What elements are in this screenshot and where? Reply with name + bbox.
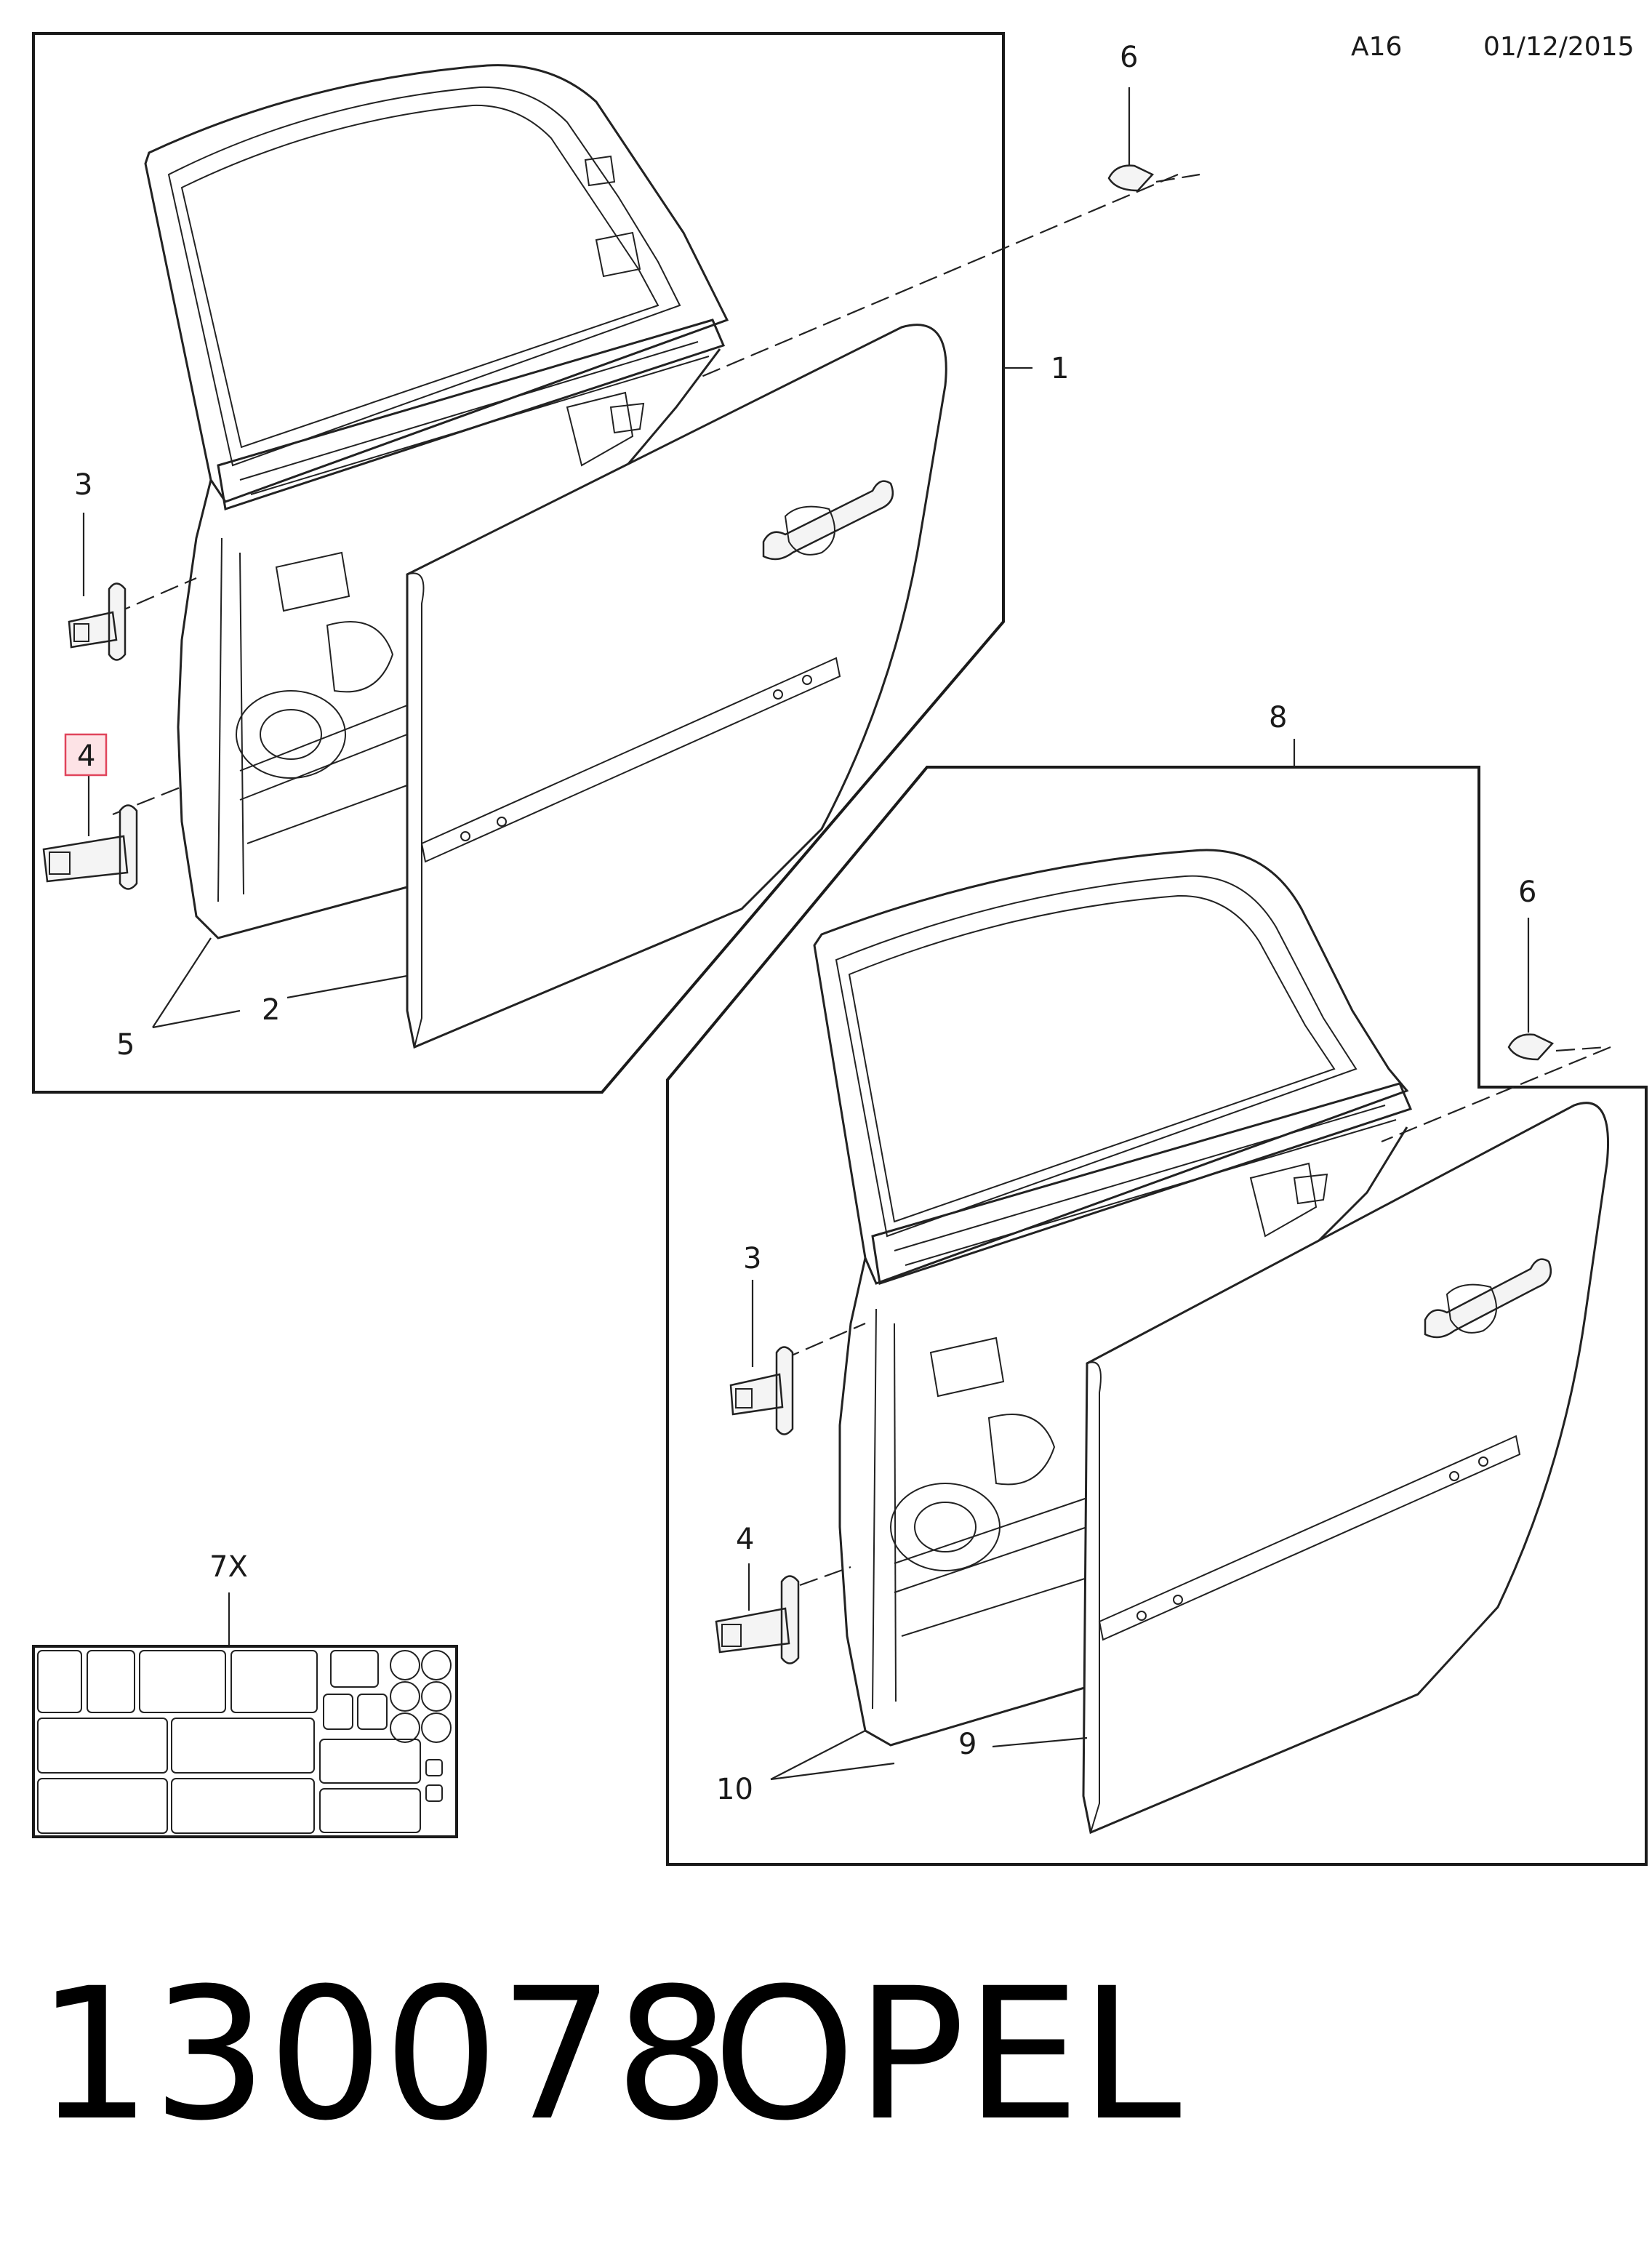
bottom-lower-hinge	[715, 1575, 800, 1664]
callout-6-top: 6	[1120, 41, 1138, 74]
page-code: A16	[1351, 32, 1402, 62]
bottom-door-frame	[666, 766, 1648, 1866]
bottom-door-clip	[1507, 1033, 1555, 1061]
bottom-upper-hinge	[729, 1346, 794, 1435]
callout-4-highlight	[64, 733, 108, 777]
top-door-outer-panel	[406, 324, 947, 1049]
diagram-date: 01/12/2015	[1483, 32, 1635, 62]
top-door-clip	[1107, 164, 1155, 192]
kit-outline	[32, 1645, 458, 1838]
callout-10: 10	[716, 1773, 753, 1806]
callout-4[interactable]: 4	[77, 740, 95, 773]
callout-3-bottom: 3	[743, 1242, 761, 1275]
top-door-frame	[32, 32, 1005, 1094]
brand-name: OPEL	[713, 1949, 1182, 2160]
callout-6-bottom: 6	[1518, 875, 1536, 909]
top-door-window-frame	[144, 64, 729, 503]
callout-3: 3	[74, 468, 92, 502]
callout-7x: 7X	[209, 1550, 248, 1584]
callout-2: 2	[262, 993, 280, 1027]
bottom-door-window-frame	[813, 849, 1409, 1285]
part-group-number: 130078	[36, 1949, 730, 2160]
bottom-door-assembly	[666, 739, 1648, 1866]
callout-9: 9	[958, 1728, 977, 1761]
callout-5: 5	[116, 1028, 135, 1062]
callout-8: 8	[1269, 701, 1287, 734]
top-door-handle	[762, 480, 894, 561]
top-door-assembly	[32, 32, 1200, 1094]
top-upper-hinge	[68, 582, 127, 661]
callout-4-bottom: 4	[736, 1523, 754, 1556]
callout-1: 1	[1051, 352, 1069, 385]
top-lower-hinge	[42, 804, 138, 890]
clip-kit-7x: 7X	[32, 1550, 458, 1838]
bottom-door-handle	[1424, 1258, 1552, 1339]
